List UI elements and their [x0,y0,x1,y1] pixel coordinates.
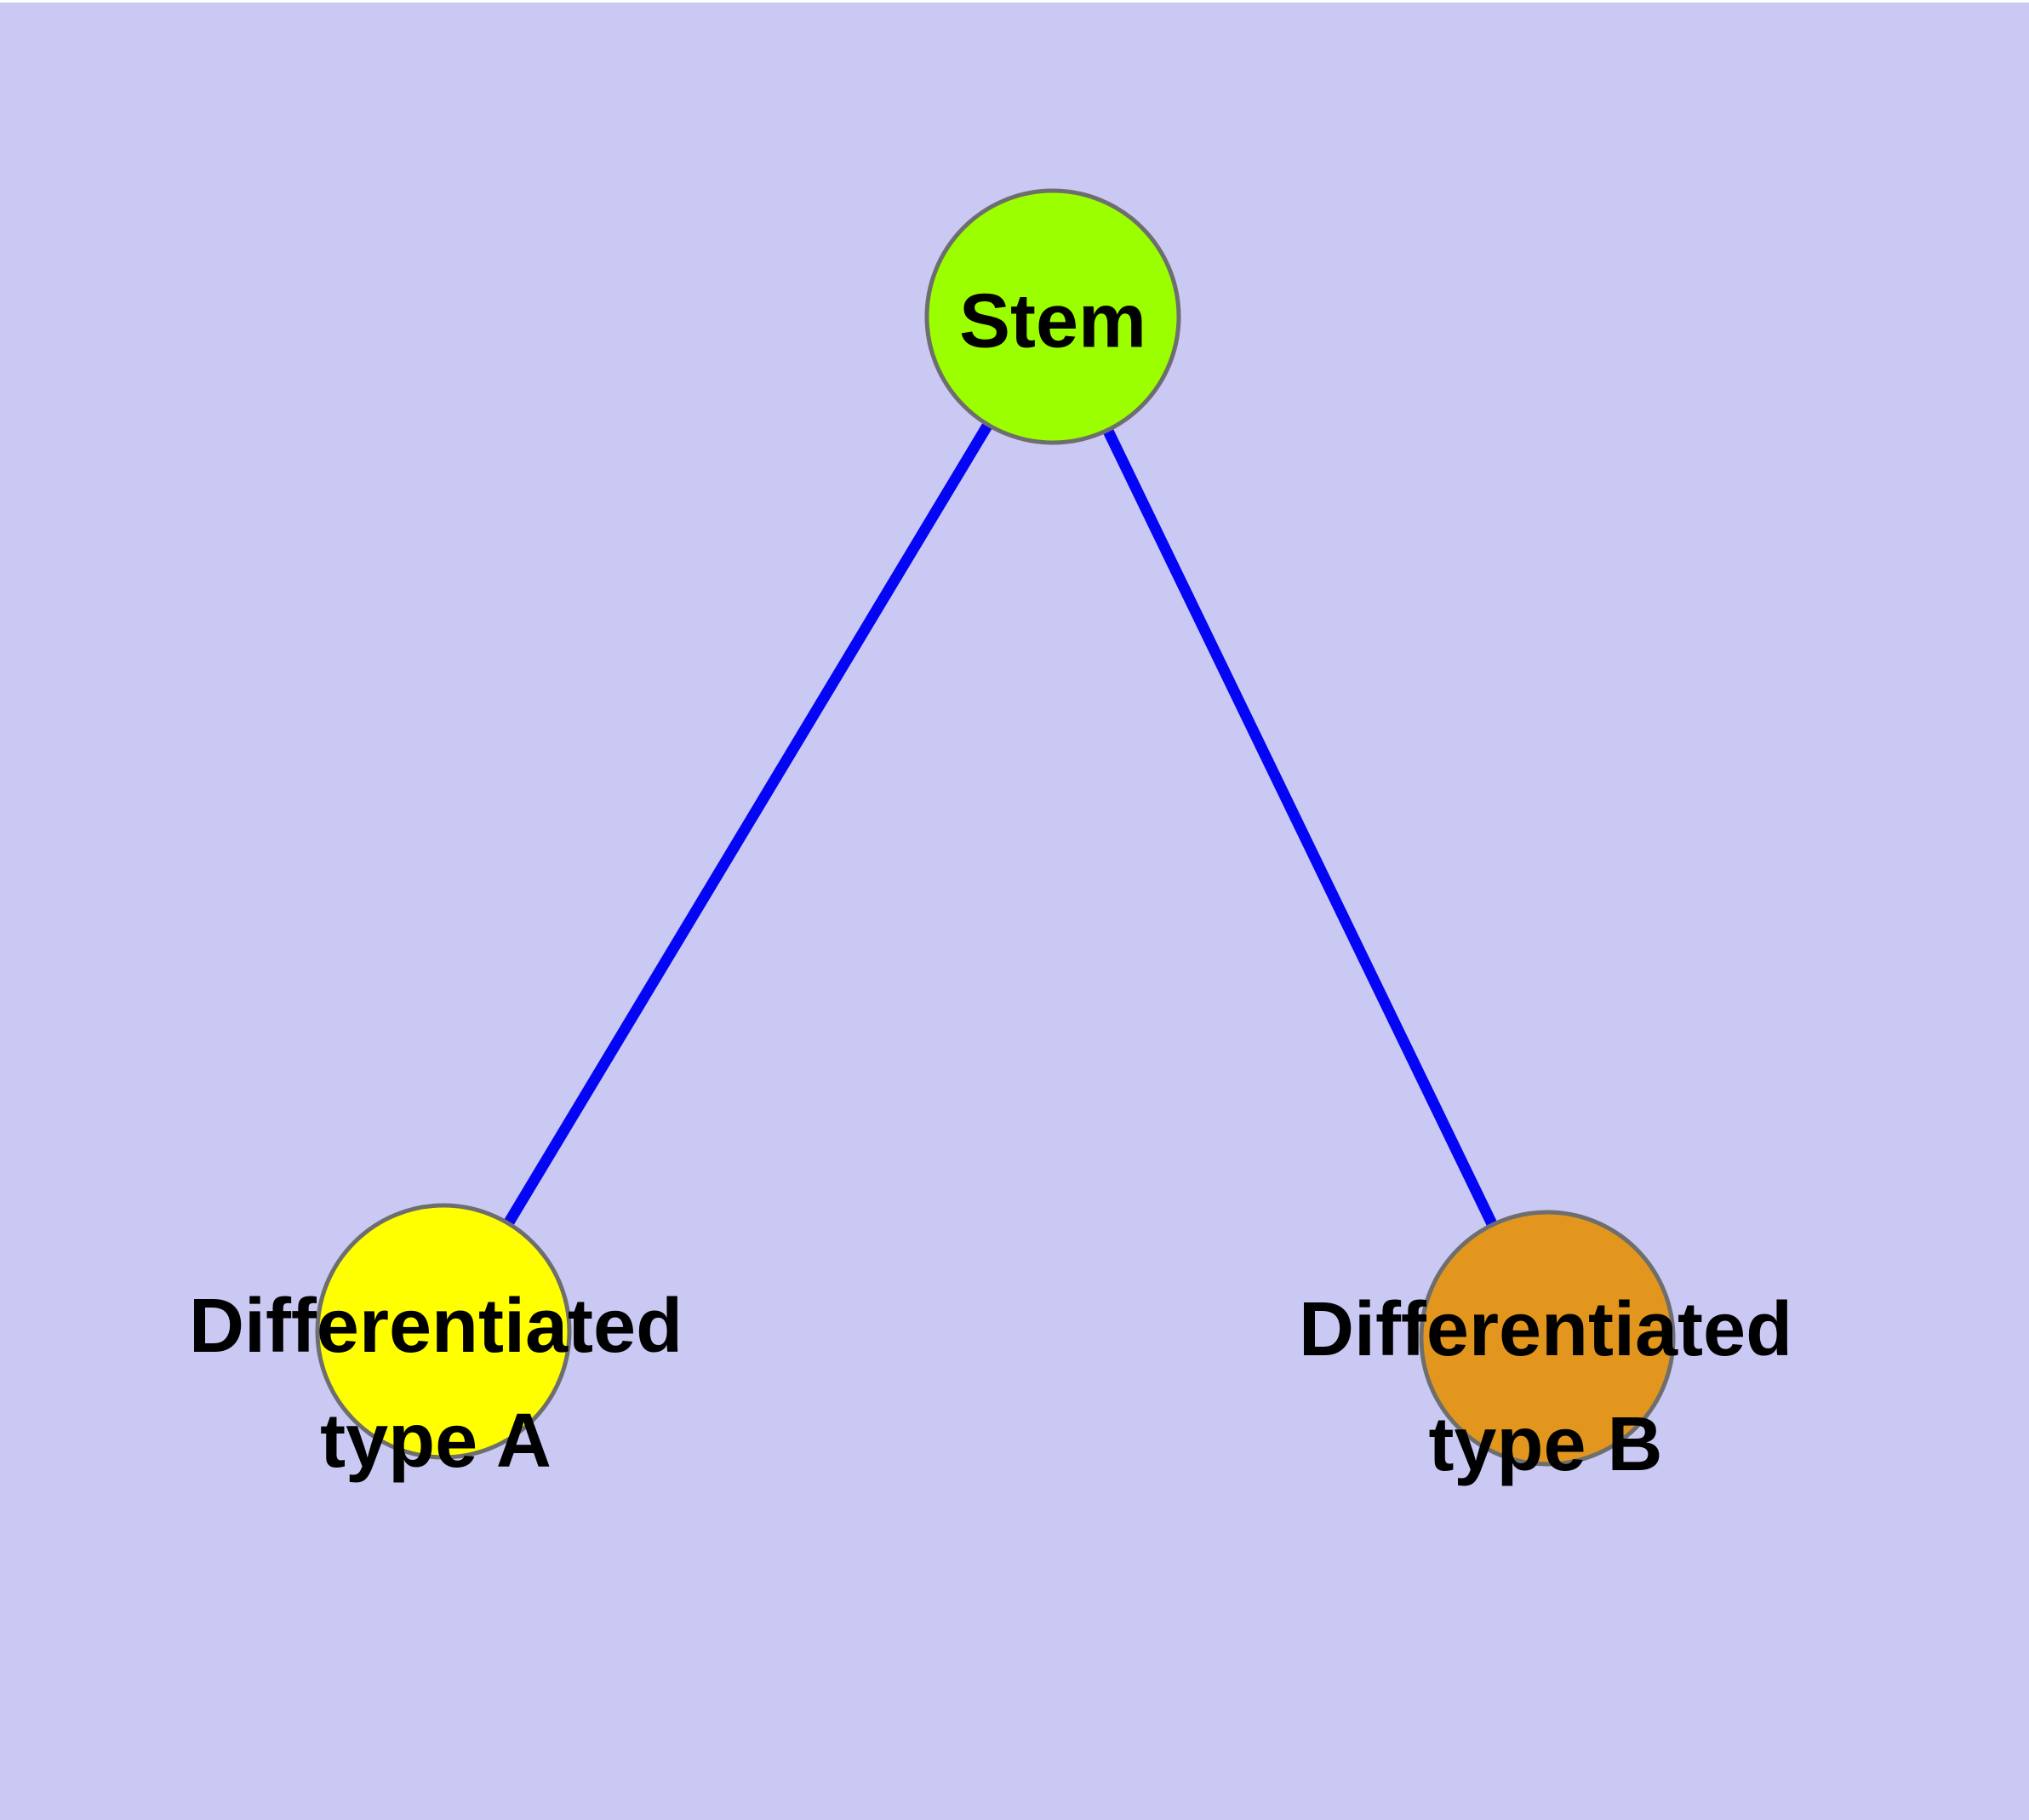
edge-stem-to-type-a [438,313,1058,1335]
node-type-b-label-line2: type B [1428,1402,1663,1487]
node-stem-label: Stem [959,265,1146,380]
node-type-b-circle [1419,1210,1676,1467]
node-type-a-label: Differentiated type A [189,1269,683,1499]
node-stem-circle [924,188,1181,445]
node-type-b-label-line1: Differentiated [1298,1287,1793,1372]
node-type-a-circle [315,1203,572,1460]
node-type-b-label: Differentiated type B [1299,1273,1792,1502]
edge-stem-to-type-b [1048,314,1552,1341]
top-border [0,0,2029,3]
node-stem-label-text: Stem [958,278,1147,364]
node-type-a-label-line2: type A [320,1399,552,1484]
node-type-a-label-line1: Differentiated [188,1284,683,1369]
